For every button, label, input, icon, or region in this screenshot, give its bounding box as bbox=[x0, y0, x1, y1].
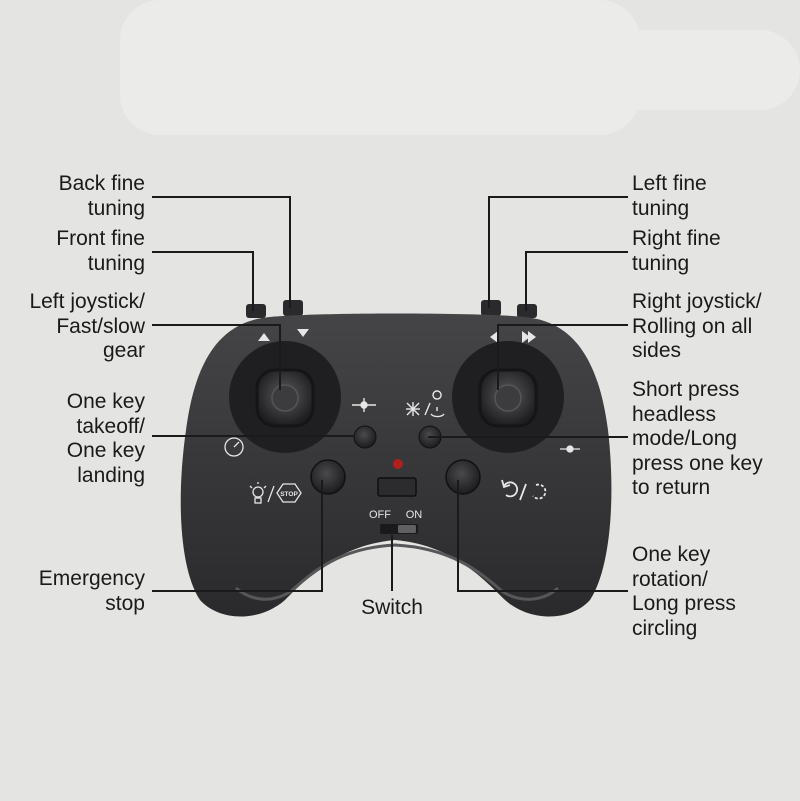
background-shape-top bbox=[120, 0, 640, 135]
label-right-fine-tuning: Right fine tuning bbox=[632, 227, 721, 275]
leader-line-back-fine-tuning bbox=[152, 196, 291, 308]
rotation-icon bbox=[501, 479, 547, 501]
left-trim-button[interactable] bbox=[481, 300, 501, 316]
light-stop-icon bbox=[249, 482, 302, 504]
leader-line-right-fine-tuning bbox=[525, 251, 628, 311]
background-shape-right bbox=[560, 30, 800, 110]
display-window bbox=[377, 477, 417, 497]
label-left-joystick: Left joystick/ Fast/slow gear bbox=[29, 290, 145, 362]
back-trim-arrow-icon bbox=[297, 329, 309, 337]
right-trim-arrow-icon bbox=[522, 331, 536, 343]
label-headless-mode: Short press headless mode/Long press one… bbox=[632, 378, 763, 499]
leader-line-right-joystick bbox=[497, 324, 628, 390]
label-switch: Switch bbox=[361, 596, 423, 619]
emergency-stop-button[interactable] bbox=[310, 459, 346, 495]
switch-off-label: OFF bbox=[369, 509, 391, 521]
left-trim-arrow-icon bbox=[490, 331, 498, 343]
leader-line-front-fine-tuning bbox=[152, 251, 254, 311]
speed-gauge-icon bbox=[224, 437, 244, 457]
switch-on-label: ON bbox=[406, 509, 423, 521]
label-emergency-stop: Emergency stop bbox=[38, 567, 145, 615]
leader-line-one-key-rotation bbox=[457, 480, 628, 592]
status-led bbox=[393, 459, 403, 469]
back-trim-button[interactable] bbox=[283, 300, 303, 316]
right-joystick-cap bbox=[494, 384, 522, 412]
label-front-fine-tuning: Front fine tuning bbox=[56, 227, 145, 275]
leader-line-left-joystick bbox=[152, 324, 281, 390]
controller-front-rim bbox=[235, 543, 560, 601]
front-trim-arrow-icon bbox=[258, 333, 270, 341]
label-one-key-takeoff: One key takeoff/ One key landing bbox=[66, 390, 145, 487]
leader-lines bbox=[152, 196, 628, 592]
label-right-joystick: Right joystick/ Rolling on all sides bbox=[632, 290, 762, 362]
drone-takeoff-icon bbox=[352, 398, 376, 412]
rotation-circling-button[interactable] bbox=[445, 459, 481, 495]
leader-line-left-fine-tuning bbox=[488, 196, 628, 308]
left-joystick-cap bbox=[271, 384, 299, 412]
drone-calibrate-icon bbox=[560, 445, 580, 453]
label-left-fine-tuning: Left fine tuning bbox=[632, 172, 707, 220]
power-switch-knob[interactable] bbox=[398, 525, 416, 533]
front-trim-button[interactable] bbox=[246, 304, 266, 318]
label-back-fine-tuning: Back fine tuning bbox=[58, 172, 145, 220]
leader-line-emergency-stop bbox=[152, 480, 323, 592]
headless-mode-icon bbox=[406, 390, 445, 418]
stop-badge: STOP bbox=[280, 491, 298, 498]
takeoff-landing-button[interactable] bbox=[353, 425, 377, 449]
label-one-key-rotation: One key rotation/ Long press circling bbox=[632, 543, 736, 640]
